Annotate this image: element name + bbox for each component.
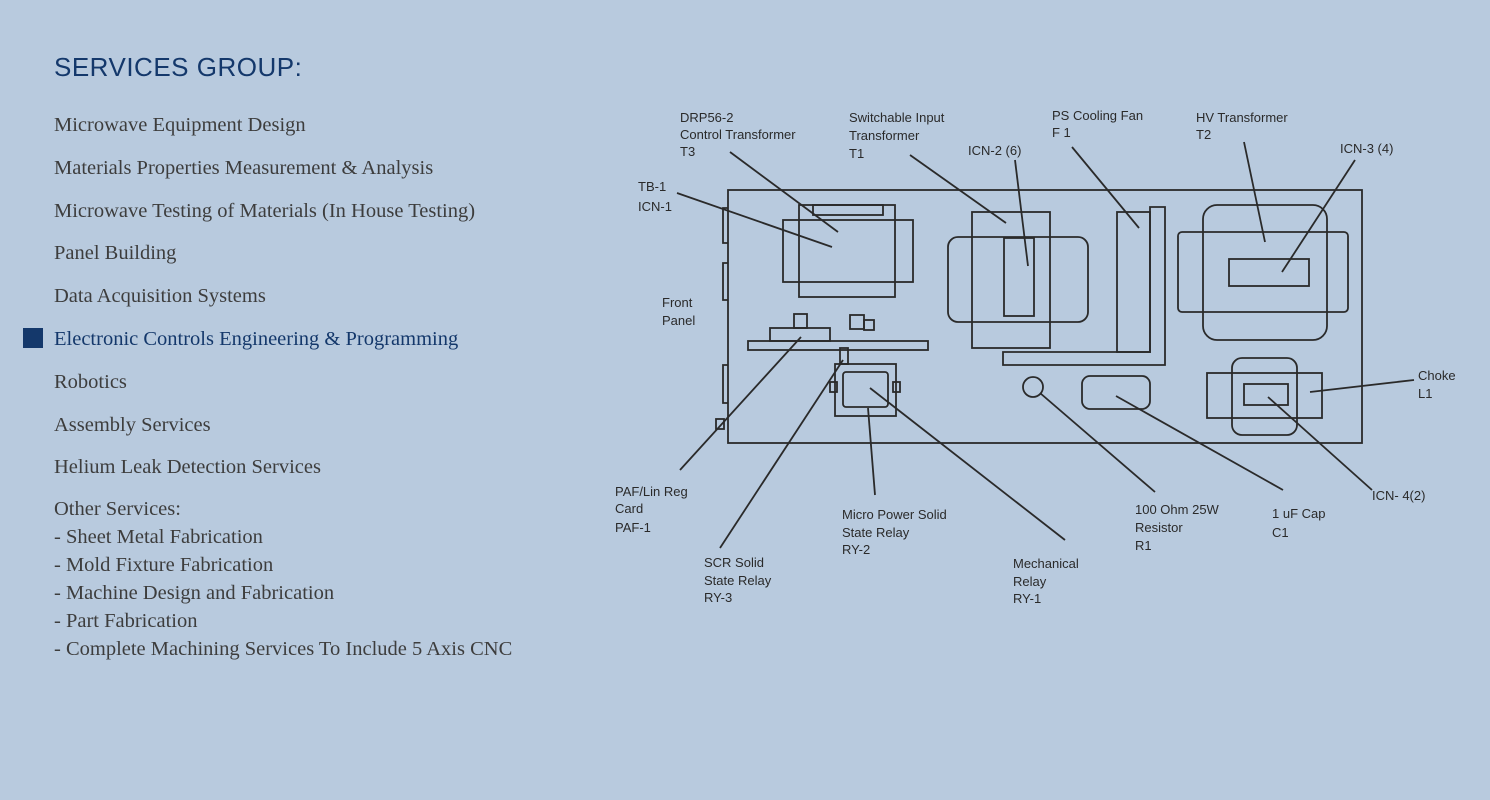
leader-tb1 [676,192,833,248]
paf-card-board [747,340,929,351]
leader-icn2 [1014,159,1029,267]
label-choke: Choke L1 [1418,368,1459,401]
list-item: - Machine Design and Fabrication [54,582,335,605]
ry2-relay-outer [834,363,897,417]
l1-choke-frame [1231,357,1298,436]
menu-item-electronic-controls[interactable]: Electronic Controls Engineering & Progra… [23,324,512,367]
label-icn4: ICN- 4(2) [1372,488,1425,503]
leader-icn3 [1281,159,1356,273]
paf-mount [715,418,725,430]
ry3-pin [839,347,849,365]
label-switchable: Switchable Input Transformer T1 [849,110,948,161]
chassis-outline [727,189,1363,444]
t2-transformer-frame [1202,204,1328,341]
c1-capacitor [1081,375,1151,410]
label-front-panel: Front Panel [662,295,696,328]
list-item: - Sheet Metal Fabrication [54,526,263,549]
r1-resistor [1022,376,1044,398]
l1-choke-core [1206,372,1323,419]
leader-micro [867,407,876,496]
f1-fan-body [1116,211,1151,353]
menu-item-robotics[interactable]: Robotics [54,370,127,393]
menu-item-assembly-services[interactable]: Assembly Services [54,413,211,436]
icn3-connector [1228,258,1310,287]
menu-item-materials-properties[interactable]: Materials Properties Measurement & Analy… [54,156,434,179]
leader-cap [1115,395,1284,491]
list-item: - Mold Fixture Fabrication [54,554,274,577]
leader-mech [869,387,1066,541]
label-tb1: TB-1 ICN-1 [638,179,672,214]
other-services-heading: Other Services: [54,498,181,521]
label-scr: SCR Solid State Relay RY-3 [704,555,775,605]
list-item: - Part Fabrication [54,610,198,633]
leader-icn4 [1267,396,1373,491]
label-icn2: ICN-2 (6) [968,143,1021,158]
other-services-list: - Sheet Metal Fabrication - Mold Fixture… [54,523,512,663]
label-micro: Micro Power Solid State Relay RY-2 [842,507,950,557]
page-title: SERVICES GROUP: [54,52,303,82]
label-mech: Mechanical Relay RY-1 [1013,556,1082,606]
t3-transformer-frame [798,204,896,298]
menu-item-panel-building[interactable]: Panel Building [54,242,177,265]
icn4-connector [1243,383,1289,406]
leader-switchable [909,154,1007,224]
leader-resistor [1039,392,1156,493]
label-hv: HV Transformer T2 [1196,110,1291,142]
leader-scr [719,359,844,549]
leader-fan [1071,146,1140,229]
paf-card-cap-3 [863,319,875,331]
leader-drp56 [729,151,839,233]
f1-fan-bracket [1002,206,1166,366]
control-panel-diagram: DRP56-2 Control Transformer T3 Switchabl… [615,108,1459,606]
label-icn3: ICN-3 (4) [1340,141,1393,156]
leader-choke [1309,379,1415,393]
label-fan: PS Cooling Fan F 1 [1052,108,1147,140]
ry2-relay-inner [842,371,889,408]
front-panel-tabs [722,207,728,404]
icn2-connector [1003,237,1035,317]
label-paf: PAF/Lin Reg Card PAF-1 [615,484,691,535]
label-resistor: 100 Ohm 25W Resistor R1 [1135,502,1222,553]
paf-card-cap-1 [793,313,808,329]
t3-transformer-core [782,219,914,283]
active-marker-icon [23,327,43,348]
services-menu: Microwave Equipment Design Materials Pro… [23,110,512,663]
menu-item-microwave-testing[interactable]: Microwave Testing of Materials (In House… [54,199,476,222]
menu-item-data-acquisition[interactable]: Data Acquisition Systems [54,285,266,308]
ry2-terminal-left [829,381,838,393]
label-drp56: DRP56-2 Control Transformer T3 [680,110,799,159]
leader-paf [679,336,802,471]
t3-transformer-inner [812,204,884,216]
label-cap: 1 uF Cap C1 [1272,506,1329,540]
t1-transformer-core [947,236,1089,323]
leader-hv [1243,141,1266,243]
paf-card-cap-2 [849,314,865,330]
t1-transformer-frame [971,211,1051,349]
menu-item-label: Electronic Controls Engineering & Progra… [54,327,459,350]
list-item: - Complete Machining Services To Include… [54,638,513,661]
ry2-terminal-right [892,381,901,393]
menu-item-microwave-equipment-design[interactable]: Microwave Equipment Design [54,114,306,136]
menu-item-helium-leak-detection[interactable]: Helium Leak Detection Services [54,456,321,479]
